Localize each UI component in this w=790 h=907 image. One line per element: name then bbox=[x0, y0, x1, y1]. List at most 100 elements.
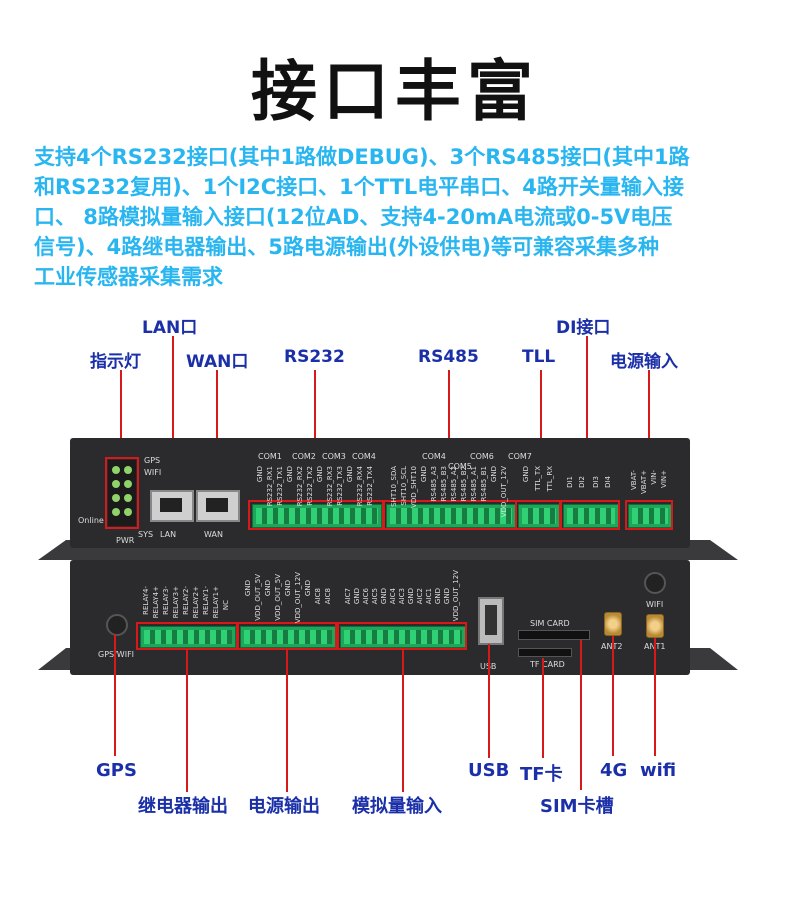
led bbox=[112, 508, 120, 516]
power-out-terminal[interactable] bbox=[240, 626, 336, 648]
description-line: 和RS232复用)、1个I2C接口、1个TTL电平串口、4路开关量输入接 bbox=[34, 175, 684, 199]
pin-label: RS485_B3 bbox=[440, 466, 448, 502]
analog-terminal[interactable] bbox=[340, 626, 466, 648]
leader-sim bbox=[580, 640, 582, 790]
com-label: COM2 bbox=[292, 452, 316, 461]
pin-label: GND bbox=[346, 466, 354, 483]
led bbox=[124, 480, 132, 488]
pin-label: TTL_TX bbox=[534, 466, 542, 491]
pin-label: DI2 bbox=[578, 476, 586, 488]
leader-power-out bbox=[286, 650, 288, 792]
analog-highlight bbox=[337, 622, 467, 650]
pin-label: RELAY2+ bbox=[192, 586, 200, 619]
label-tf: TF卡 bbox=[520, 764, 563, 785]
tf-card-label: TF CARD bbox=[530, 660, 565, 669]
pin-label: RELAY3- bbox=[162, 586, 170, 615]
power-in-highlight bbox=[625, 500, 673, 530]
led bbox=[112, 480, 120, 488]
pin-label: RELAY1+ bbox=[212, 586, 220, 619]
leader-indicator bbox=[120, 370, 122, 465]
relay-highlight bbox=[136, 622, 238, 650]
pin-label: AIC8 bbox=[314, 588, 322, 605]
pin-label: AIC7 bbox=[344, 588, 352, 605]
indicator-highlight bbox=[105, 457, 139, 529]
description-line: 工业传感器采集需求 bbox=[34, 265, 223, 289]
pin-label: GND bbox=[434, 588, 442, 605]
pin-label: SHT10_SDA bbox=[390, 466, 398, 507]
label-rs232: RS232 bbox=[284, 347, 345, 367]
pin-label: GND bbox=[316, 466, 324, 483]
leader-rs232 bbox=[314, 370, 316, 500]
label-sim: SIM卡槽 bbox=[540, 796, 614, 817]
sim-card-slot[interactable] bbox=[518, 630, 590, 640]
pin-label: AIC4 bbox=[389, 588, 397, 605]
pin-label: RELAY2- bbox=[182, 586, 190, 615]
leader-usb bbox=[488, 644, 490, 758]
pin-label: GND bbox=[256, 466, 264, 483]
pin-label: GND bbox=[522, 466, 530, 483]
pin-label: AIC1 bbox=[425, 588, 433, 605]
pin-label: RS485_A3 bbox=[430, 466, 438, 502]
label-relay-out: 继电器输出 bbox=[138, 796, 228, 817]
label-power-in: 电源输入 bbox=[610, 352, 678, 372]
pin-label: AIC5 bbox=[371, 588, 379, 605]
pin-label: RS232_RX1 bbox=[266, 466, 274, 507]
leader-wifi bbox=[654, 638, 656, 756]
pin-label: AIC6 bbox=[362, 588, 370, 605]
pin-label: VDD_OUT_5V bbox=[274, 574, 282, 621]
label-di: DI接口 bbox=[556, 318, 611, 338]
leader-di bbox=[586, 336, 588, 500]
di-highlight bbox=[560, 500, 620, 530]
led-label-wifi: WIFI bbox=[144, 468, 162, 477]
tf-card-slot[interactable] bbox=[518, 648, 572, 657]
label-wan: WAN口 bbox=[186, 352, 249, 372]
wifi-button[interactable] bbox=[644, 572, 666, 594]
pin-label: RELAY4- bbox=[142, 586, 150, 615]
pin-label: RS485_B2 bbox=[460, 466, 468, 502]
leader-wan bbox=[216, 370, 218, 492]
device-bottom bbox=[70, 560, 690, 675]
gps-wifi-label: GPS/WIFI bbox=[98, 650, 135, 659]
leader-rs485 bbox=[448, 370, 450, 500]
relay-terminal[interactable] bbox=[140, 626, 236, 648]
leader-analog bbox=[402, 650, 404, 792]
usb-port[interactable] bbox=[478, 597, 504, 645]
label-rs485: RS485 bbox=[418, 347, 479, 367]
sim-card-label: SIM CARD bbox=[530, 619, 570, 628]
pin-label: RS232_TX1 bbox=[276, 466, 284, 506]
lan-port[interactable] bbox=[150, 490, 194, 522]
pin-label: RS232_RX2 bbox=[296, 466, 304, 507]
rs232-terminal[interactable] bbox=[252, 504, 382, 528]
pin-label: RS232_RX4 bbox=[356, 466, 364, 507]
lan-port-label: LAN bbox=[160, 530, 177, 539]
leader-tf bbox=[542, 658, 544, 758]
led bbox=[124, 508, 132, 516]
online-label: Online bbox=[78, 516, 104, 525]
gps-wifi-button[interactable] bbox=[106, 614, 128, 636]
description-line: 支持4个RS232接口(其中1路做DEBUG)、3个RS485接口(其中1路 bbox=[34, 145, 690, 169]
label-4g: 4G bbox=[600, 760, 628, 781]
pin-label: GND bbox=[244, 580, 252, 597]
led-label-gps: GPS bbox=[144, 456, 161, 465]
antenna-4g-icon[interactable] bbox=[604, 612, 622, 636]
leader-gps bbox=[114, 634, 116, 756]
pin-label: GND bbox=[407, 588, 415, 605]
pin-label: VBAT+ bbox=[640, 470, 648, 494]
antenna-wifi-icon[interactable] bbox=[646, 614, 664, 638]
di-terminal[interactable] bbox=[563, 504, 619, 528]
wan-port[interactable] bbox=[196, 490, 240, 522]
pin-label: SHT10_SCL bbox=[400, 466, 408, 506]
leader-power-in bbox=[648, 370, 650, 500]
pin-label: DI4 bbox=[604, 476, 612, 488]
pin-label: RS485_A2 bbox=[450, 466, 458, 502]
label-wifi: wifi bbox=[640, 760, 677, 781]
pin-label: TTL_RX bbox=[546, 466, 554, 492]
pin-label: GND bbox=[353, 588, 361, 605]
pin-label: GND bbox=[286, 466, 294, 483]
pin-label: RS232_TX3 bbox=[336, 466, 344, 506]
com-label: COM7 bbox=[508, 452, 532, 461]
label-power-out: 电源输出 bbox=[248, 796, 320, 817]
pin-label: RS485_B1 bbox=[480, 466, 488, 502]
pin-label: GND bbox=[420, 466, 428, 483]
com-label: COM4 bbox=[352, 452, 376, 461]
